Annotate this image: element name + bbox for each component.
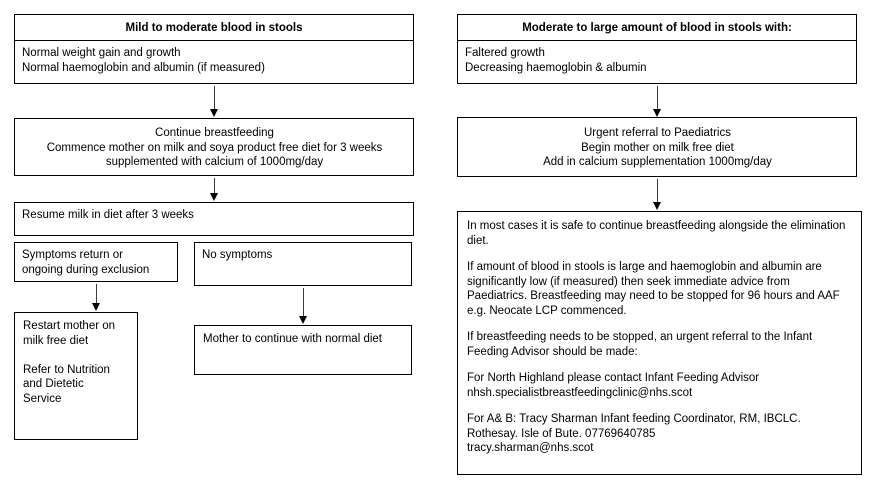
arrow-right-header-to-referral	[653, 86, 661, 117]
guidance-paragraph-contact-north-highland: For North Highland please contact Infant…	[467, 372, 760, 399]
left-resume-text: Resume milk in diet after 3 weeks	[22, 209, 194, 221]
right-header-title: Moderate to large amount of blood in sto…	[458, 15, 856, 41]
left-header-title: Mild to moderate blood in stools	[15, 15, 413, 41]
right-header-box: Moderate to large amount of blood in sto…	[457, 14, 857, 84]
left-header-box: Mild to moderate blood in stools Normal …	[14, 14, 414, 84]
left-branch-symptoms-return-box: Symptoms return or ongoing during exclus…	[14, 242, 178, 282]
left-outcome-restart-box: Restart mother on milk free diet Refer t…	[14, 312, 138, 440]
right-guidance-box: In most cases it is safe to continue bre…	[457, 211, 862, 475]
guidance-paragraph: In most cases it is safe to continue bre…	[467, 220, 846, 247]
arrow-right-referral-to-guidance	[653, 179, 661, 210]
arrow-header-to-treatment	[210, 86, 218, 117]
left-treatment-text: Continue breastfeeding Commence mother o…	[46, 127, 383, 168]
left-branch-symptoms-return-text: Symptoms return or ongoing during exclus…	[22, 249, 150, 276]
guidance-paragraph: If breastfeeding needs to be stopped, an…	[467, 331, 813, 358]
left-branch-no-symptoms-text: No symptoms	[202, 249, 273, 261]
arrow-nosymptoms-to-normal	[299, 288, 307, 324]
left-header-criteria: Normal weight gain and growth Normal hae…	[22, 47, 265, 74]
right-referral-box: Urgent referral to Paediatrics Begin mot…	[457, 117, 857, 177]
guidance-paragraph-contact-ab: For A& B: Tracy Sharman Infant feeding C…	[467, 413, 801, 454]
right-header-criteria: Faltered growth Decreasing haemoglobin &…	[465, 47, 647, 74]
left-outcome-restart-text: Restart mother on milk free diet Refer t…	[23, 320, 116, 405]
left-outcome-normal-diet-box: Mother to continue with normal diet	[194, 325, 412, 375]
guidance-paragraph: If amount of blood in stools is large an…	[467, 261, 840, 317]
arrow-symptoms-to-restart	[92, 284, 100, 311]
right-guidance-content: In most cases it is safe to continue bre…	[467, 219, 849, 456]
left-resume-box: Resume milk in diet after 3 weeks	[14, 202, 414, 236]
left-branch-no-symptoms-box: No symptoms	[194, 242, 412, 286]
right-referral-text: Urgent referral to Paediatrics Begin mot…	[543, 127, 772, 168]
left-outcome-normal-diet-text: Mother to continue with normal diet	[203, 333, 382, 345]
arrow-treatment-to-resume	[210, 178, 218, 201]
left-treatment-box: Continue breastfeeding Commence mother o…	[14, 118, 414, 176]
